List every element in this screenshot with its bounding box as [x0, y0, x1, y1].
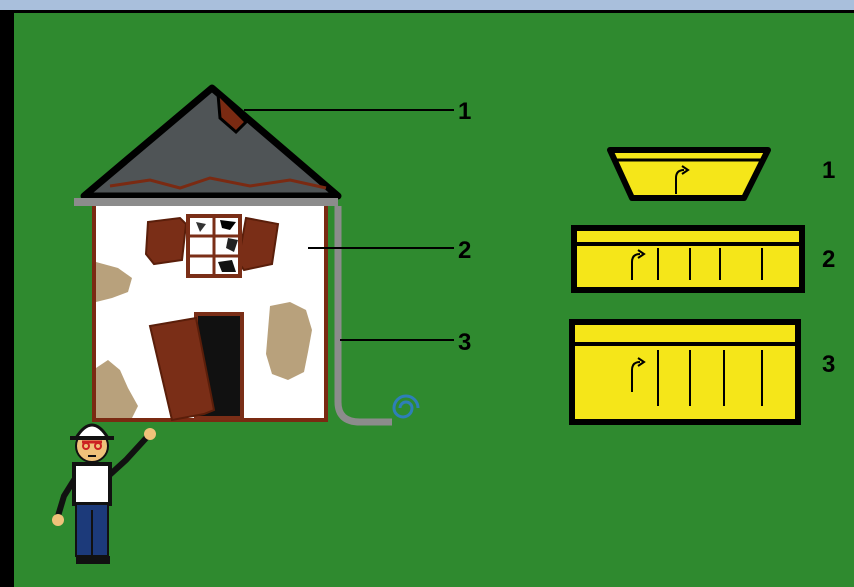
worker-boots: [76, 556, 110, 564]
skip-small-body: [610, 150, 768, 198]
left-shutter: [146, 218, 186, 264]
illustration: 1 2 3 1 2: [0, 10, 854, 587]
skip-label-2: 2: [822, 246, 835, 273]
worker-raised-hand: [144, 428, 156, 440]
house-label-1: 1: [458, 98, 471, 125]
skip-label-1: 1: [822, 157, 835, 184]
house-label-3: 3: [458, 329, 471, 356]
skip-large: 3: [572, 322, 835, 422]
skip-medium-body: [574, 228, 802, 290]
frame: 1 2 3 1 2: [0, 10, 854, 587]
worker-shirt: [74, 464, 110, 504]
skip-label-3: 3: [822, 351, 835, 378]
gutter: [74, 198, 338, 206]
worker-lowered-hand: [52, 514, 64, 526]
house-label-2: 2: [458, 237, 471, 264]
right-shutter: [238, 218, 278, 270]
skip-large-body: [572, 322, 798, 422]
broken-window: [188, 216, 240, 276]
top-strip: [0, 0, 854, 10]
skip-medium: 2: [574, 228, 835, 290]
